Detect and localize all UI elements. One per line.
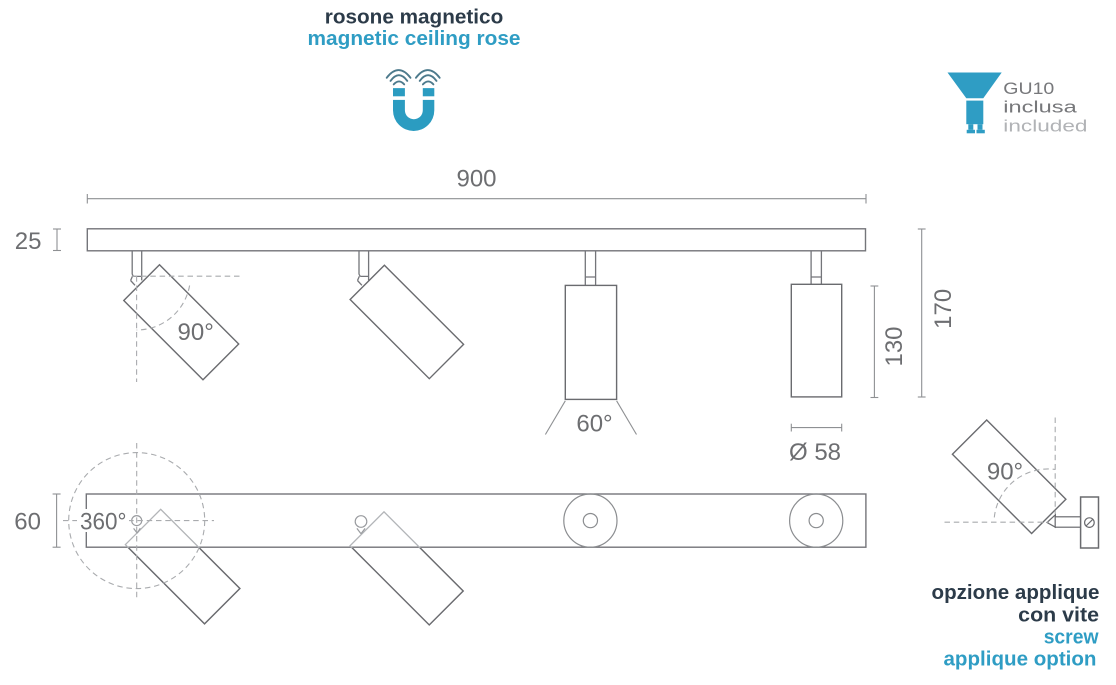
svg-text:applique option: applique option bbox=[944, 649, 1097, 671]
svg-text:60: 60 bbox=[14, 509, 41, 536]
svg-text:rosone magnetico: rosone magnetico bbox=[325, 7, 504, 29]
svg-text:included: included bbox=[1003, 117, 1087, 135]
svg-text:90°: 90° bbox=[178, 319, 214, 346]
svg-text:opzione applique: opzione applique bbox=[932, 582, 1100, 604]
svg-text:GU10: GU10 bbox=[1003, 80, 1054, 98]
svg-text:900: 900 bbox=[456, 166, 496, 193]
svg-text:25: 25 bbox=[15, 228, 42, 255]
svg-text:360°: 360° bbox=[80, 509, 127, 536]
svg-text:inclusa: inclusa bbox=[1003, 99, 1078, 117]
svg-text:screw: screw bbox=[1044, 627, 1099, 649]
svg-text:magnetic ceiling rose: magnetic ceiling rose bbox=[308, 28, 521, 50]
svg-text:60°: 60° bbox=[576, 410, 612, 437]
svg-text:90°: 90° bbox=[987, 458, 1023, 485]
svg-text:Ø 58: Ø 58 bbox=[789, 439, 841, 466]
svg-text:con vite: con vite bbox=[1018, 604, 1099, 626]
svg-text:130: 130 bbox=[881, 326, 908, 366]
svg-text:170: 170 bbox=[930, 289, 957, 329]
